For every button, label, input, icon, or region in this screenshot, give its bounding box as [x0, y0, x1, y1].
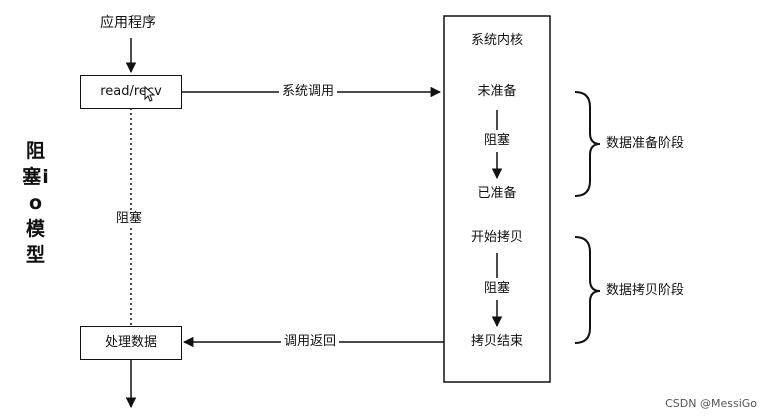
app-label: 应用程序 [97, 15, 159, 31]
kernel-not-ready: 未准备 [477, 84, 517, 99]
mouse-cursor-icon [144, 86, 156, 102]
copy-phase-brace [574, 236, 601, 344]
return-call-label: 调用返回 [281, 334, 340, 350]
kernel-box [443, 15, 551, 383]
read-recv-box: read/recv [80, 75, 182, 109]
prepare-phase-label: 数据准备阶段 [606, 136, 685, 151]
process-data-label: 处理数据 [104, 335, 157, 350]
syscall-label: 系统调用 [279, 84, 338, 100]
kernel-ready: 已准备 [477, 186, 517, 201]
copy-phase-label: 数据拷贝阶段 [606, 283, 685, 298]
kernel-copy-end: 拷贝结束 [470, 334, 523, 349]
kernel-copy-start: 开始拷贝 [470, 230, 523, 245]
watermark: CSDN @MessiGo [665, 397, 757, 410]
prepare-phase-brace [574, 91, 601, 197]
kernel-blocked-1: 阻塞 [483, 133, 510, 148]
blocked-label: 阻塞 [113, 211, 146, 227]
diagram-title: 阻塞io模型 [22, 140, 50, 266]
kernel-blocked-2: 阻塞 [483, 281, 510, 296]
process-data-box: 处理数据 [80, 326, 182, 360]
kernel-title: 系统内核 [470, 33, 523, 48]
